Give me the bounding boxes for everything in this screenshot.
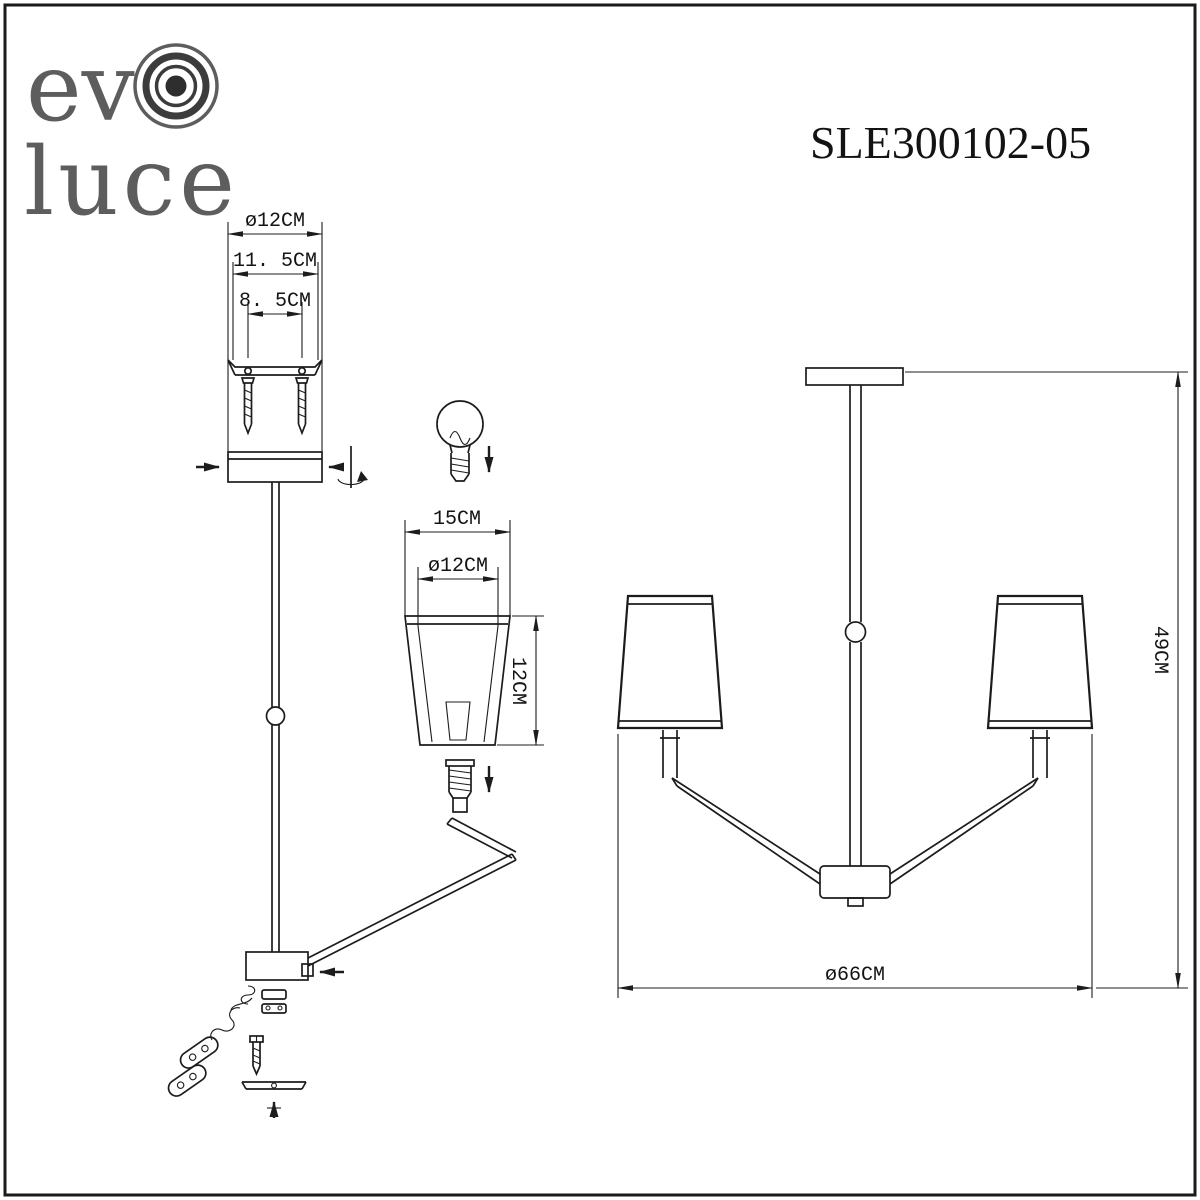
washer-plate — [241, 1081, 307, 1090]
brand-word-luce: luce — [24, 128, 239, 237]
shade-height-dimension: 12CM — [497, 615, 544, 746]
fixture-diameter-label: ø66CM — [825, 964, 885, 987]
front-right-shade — [986, 594, 1094, 730]
shade-top-width-dimension: 15CM — [404, 508, 511, 616]
mounting-screw-right — [295, 377, 309, 434]
model-number: SLE300102-05 — [810, 117, 1091, 168]
front-rod — [844, 385, 867, 866]
brand-logo: ev luce — [24, 34, 239, 237]
canopy-diameter-label: ø12CM — [245, 210, 305, 233]
front-left-socket — [660, 730, 680, 778]
rotate-icon — [337, 446, 368, 488]
wire-terminal-1 — [179, 1036, 219, 1069]
canopy-diameter-dimension: ø12CM — [227, 210, 323, 452]
mounting-screw-left — [241, 377, 255, 434]
front-assembled-view: ø66CM 49CM — [616, 367, 1188, 998]
fixture-height-dimension: 49CM — [905, 371, 1188, 989]
hanging-rod — [265, 482, 286, 952]
front-right-socket — [1030, 730, 1050, 778]
front-left-shade — [616, 594, 724, 730]
socket-detail — [445, 759, 494, 813]
wire-terminal-2 — [167, 1064, 207, 1097]
shade-inner-diameter-label: ø12CM — [428, 555, 488, 578]
left-assembly-view: ø12CM 11. 5CM 8. 5CM — [167, 210, 517, 1118]
lamp-arm — [307, 853, 517, 967]
small-screw — [249, 1035, 264, 1077]
fixture-diameter-dimension: ø66CM — [617, 734, 1093, 998]
lampshade-detail — [404, 615, 511, 746]
ceiling-canopy — [227, 451, 323, 483]
shade-top-width-label: 15CM — [433, 508, 481, 531]
front-right-arm — [889, 777, 1039, 885]
central-hub — [245, 951, 344, 981]
frame-border — [3, 3, 1197, 1197]
front-left-arm — [671, 777, 821, 885]
bullseye-logo-icon — [133, 43, 219, 129]
mounting-hardware-exploded — [167, 985, 307, 1118]
mounting-bracket — [227, 359, 323, 434]
shade-height-label: 12CM — [506, 657, 529, 705]
brand-word-ev: ev — [26, 34, 135, 143]
hole-spacing-dimension: 8. 5CM — [239, 290, 311, 358]
arm-stub — [446, 817, 517, 859]
shade-detail-view: 15CM ø12CM 12CM — [404, 508, 544, 859]
bracket-width-dimension: 11. 5CM — [232, 250, 319, 360]
fixture-height-label: 49CM — [1148, 626, 1171, 674]
bracket-width-label: 11. 5CM — [233, 250, 317, 273]
bottom-screw-arrow — [267, 1101, 281, 1118]
front-ceiling-plate — [805, 367, 904, 386]
front-center-body — [819, 865, 891, 907]
bulb-detail — [436, 400, 494, 482]
hole-spacing-label: 8. 5CM — [239, 290, 311, 313]
